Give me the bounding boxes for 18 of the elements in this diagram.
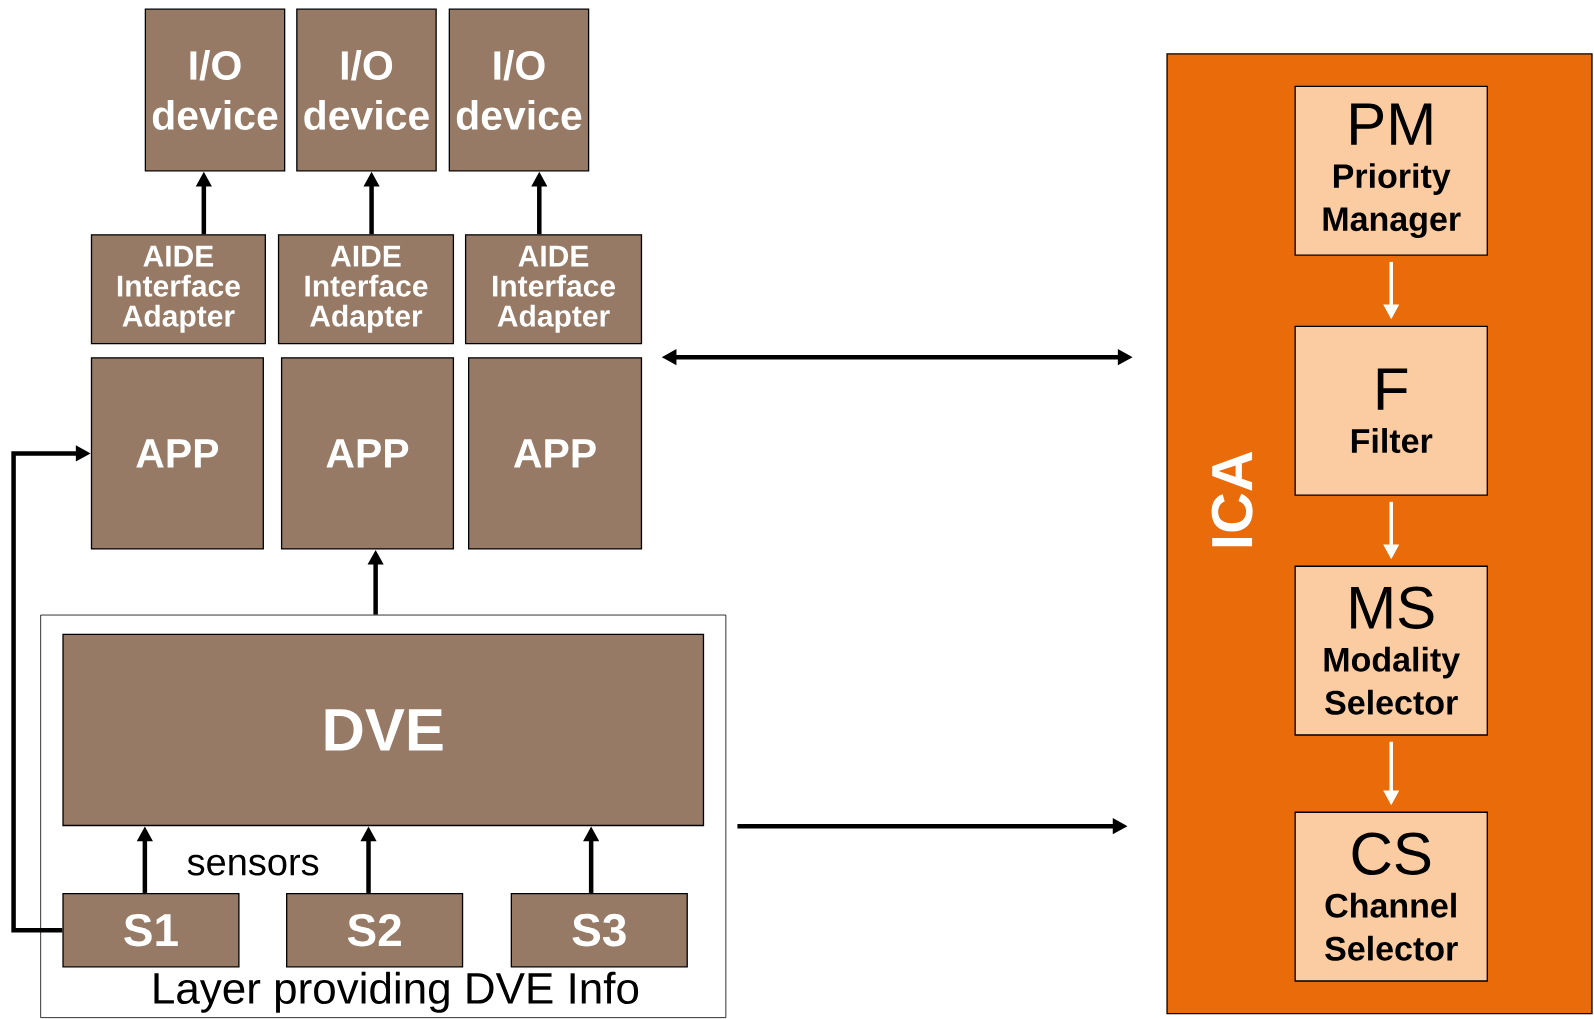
label-text: sensors <box>187 854 319 876</box>
app-box: APP <box>280 357 455 550</box>
dve-box: DVE <box>62 633 705 827</box>
module-box: MS Modality Selector <box>1294 565 1488 736</box>
adapter-box: AIDE Interface Adapter <box>277 234 455 345</box>
io-device-box: I/O device <box>296 8 437 172</box>
sensor-box: S2 <box>286 892 464 968</box>
io-device-box: I/O device <box>448 8 590 172</box>
module-box: CS Channel Selector <box>1294 811 1488 982</box>
adapter-box: AIDE Interface Adapter <box>90 234 266 345</box>
io-device-box: I/O device <box>144 8 286 172</box>
sensor-box: S3 <box>510 892 688 968</box>
app-box: APP <box>90 357 264 550</box>
adapter-box: AIDE Interface Adapter <box>464 234 643 345</box>
sensor-box: S1 <box>62 892 240 968</box>
module-box: PM Priority Manager <box>1294 85 1488 256</box>
app-box: APP <box>468 357 643 550</box>
module-box: F Filter <box>1294 325 1488 496</box>
